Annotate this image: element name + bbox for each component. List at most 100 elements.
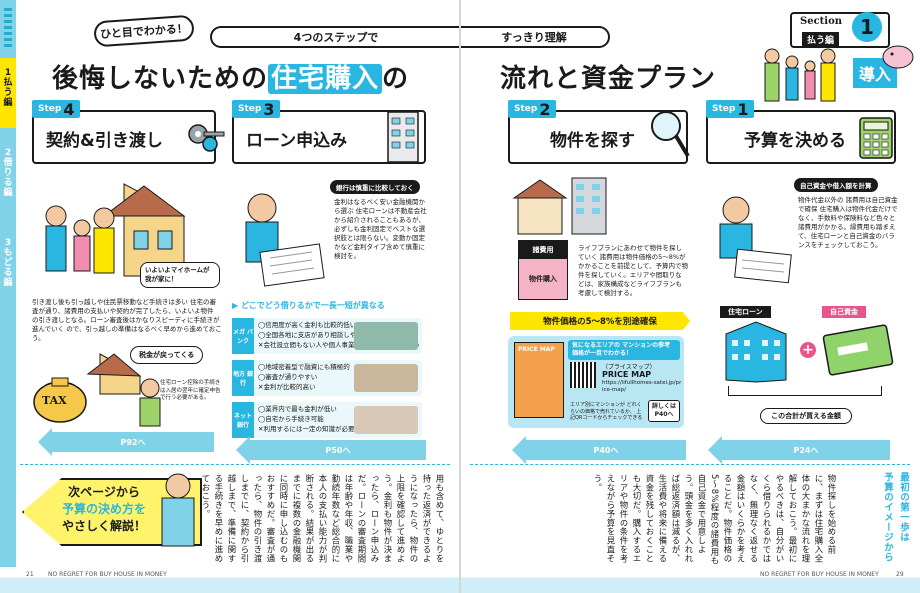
step1-pill: 自己資金や借入額を計算 xyxy=(794,178,878,192)
calculator-icon xyxy=(858,116,894,160)
qr-code[interactable] xyxy=(570,362,596,388)
step1-text: 物件代金以外の 諸費用は自己資金で確保 住宅購入は物件代金だけでなく、手数料や保… xyxy=(798,196,898,249)
side-tab-item-2[interactable]: 2 借りる編 xyxy=(3,148,13,198)
left-page: 1 払う編 2 借りる編 3 もどる編 ひと目でわかる！ 4つのステップで 後悔… xyxy=(0,0,460,593)
left-divider xyxy=(20,464,450,465)
step2-text: ライフプランにあわせて物件を探していく 諸費用は物件価格の5〜8%がかかることを… xyxy=(578,244,688,297)
step2-label: 物件を探す xyxy=(550,131,635,151)
step4-label: 契約&引き渡し xyxy=(46,131,163,151)
next-page-line-3: やさしく解説！ xyxy=(62,519,147,533)
tax-bubble: 税金が戻ってくる xyxy=(130,346,204,364)
cost-stack: 諸費用 物件購入 xyxy=(518,240,568,300)
bank-net-line-2: ◯自宅から手続き可能 xyxy=(258,415,324,423)
step2-number: 2 xyxy=(539,99,551,119)
pricemap-detail[interactable]: 詳しくは P40へ xyxy=(648,400,680,422)
right-column-text: 物件探しを始める前に、まずは住宅購入全体の大まかな流れを理解しておこう。最初にや… xyxy=(593,474,837,566)
step4-arrow[interactable]: P92へ xyxy=(38,428,214,456)
bank-net-photo xyxy=(354,406,418,434)
pricemap-phone: PRICE MAP xyxy=(514,342,564,418)
step3-tag-label: Step xyxy=(238,104,262,114)
right-divider xyxy=(470,464,910,465)
gutter xyxy=(459,0,461,593)
loan-label: 住宅ローン xyxy=(720,306,771,318)
page-title-left: 後悔しないための住宅購入の xyxy=(52,58,409,95)
own-funds-label: 自己資金 xyxy=(822,306,866,318)
pricemap-card: 気になるエリアの マンションの参考価格が一目でわかる！ PRICE MAP （プ… xyxy=(508,336,684,428)
step1-arrow[interactable]: P24へ xyxy=(708,436,890,464)
where-borrow-heading: ▶ どこでどう借りるかで一長一短が異なる xyxy=(232,301,385,310)
pricemap-name: PRICE MAP xyxy=(602,370,652,379)
tax-label: TAX xyxy=(42,394,67,407)
loan-building-illustration xyxy=(716,320,796,384)
pricemap-url[interactable]: https://lifullhomes-satei.jp/price-map/ xyxy=(602,380,682,393)
title-left-highlight: 住宅購入 xyxy=(268,64,383,94)
magnifier-icon xyxy=(648,106,690,164)
next-page-line-1: 次ページから xyxy=(68,485,140,499)
bank-mega-type: メガ バンク xyxy=(232,318,254,354)
left-page-number: 21 xyxy=(26,571,34,578)
bank-regional-line-1: ◯地域密着型で融資にも積極的 xyxy=(258,363,350,371)
step3-pill: 銀行は慎重に比較しておく xyxy=(330,180,420,194)
tax-illustration xyxy=(30,348,170,428)
right-running-title: NO REGRET FOR BUY HOUSE IN MONEY xyxy=(760,571,879,578)
step3-label: ローン申込み xyxy=(246,131,348,151)
bank-mega-line-2: ◯全国各地に支店があり相談しやすい xyxy=(258,331,370,339)
keys-icon xyxy=(184,118,226,158)
total-label: この合計が買える金額 xyxy=(760,408,852,424)
bank-regional-line-2: ◯審査が通りやすい xyxy=(258,373,318,381)
header-banner-left: 4つのステップで xyxy=(210,26,460,48)
step2-banner-text: 物件価格の5〜8%を別途確保 xyxy=(543,317,657,327)
header-banner-right: すっきり理解 xyxy=(460,26,610,48)
title-left-text: 後悔しないための住宅購入の xyxy=(52,64,410,94)
header-badge: ひと目でわかる！ xyxy=(93,14,195,48)
step1-label: 予算を決める xyxy=(744,131,846,151)
right-city-strip xyxy=(460,567,920,593)
lead-line-2: 予算のイメージから xyxy=(882,472,893,562)
section-tag: 払う編 xyxy=(802,32,840,47)
tax-text: 住宅ローン控除の手続きは入居の翌年に確定申告で行う必要がある。 xyxy=(160,380,221,401)
bank-mega-line-3: ✕会社設立間もない人や個人事業主は審査が通りにくい xyxy=(258,341,420,349)
lead-vertical: 最初の第一歩は 予算のイメージから xyxy=(848,472,910,568)
property-illustration xyxy=(510,174,610,236)
step4-caption: いよいよマイホームが 我が家に！ xyxy=(140,262,220,288)
bank-mega-photo xyxy=(354,322,418,350)
pricemap-badge: 気になるエリアの マンションの参考価格が一目でわかる！ xyxy=(568,340,680,360)
side-tab-item-1[interactable]: 1 払う編 xyxy=(3,68,13,108)
side-tab-dots xyxy=(4,8,12,48)
building-icon xyxy=(380,108,426,164)
bankbook-illustration xyxy=(822,324,894,376)
bank-net-type: ネット 銀行 xyxy=(232,402,254,438)
step2-tag-label: Step xyxy=(514,104,538,114)
bank-net: ネット 銀行 ◯業界内で最も金利が低い ◯自宅から手続き可能 ✕利用するには一定… xyxy=(232,402,422,438)
step2-banner: 物件価格の5〜8%を別途確保 xyxy=(510,312,690,330)
page-title-right: 流れと資金プラン xyxy=(500,64,717,94)
bank-net-line-1: ◯業界内で最も金利が低い xyxy=(258,405,337,413)
bank-regional-type: 地方 銀行 xyxy=(232,360,254,396)
left-column-text: 用も含めて、ゆとりを持った返済ができるようになったら、物件の上限を確認して進めよ… xyxy=(201,474,445,563)
pricemap-sub: （プライスマップ） xyxy=(602,364,656,371)
section-tab: Section 1 払う編 xyxy=(790,12,890,48)
step3-text: 金利はなるべく安い金融機関から選ぶ 住宅ローンは不動産会社から紹介されることもあ… xyxy=(334,198,427,260)
bank-regional-line-3: ✕金利が比較的高い xyxy=(258,383,316,391)
right-page-number: 29 xyxy=(896,571,904,578)
side-tab-item-3[interactable]: 3 もどる編 xyxy=(3,238,13,288)
presenter-illustration xyxy=(150,470,206,550)
step3-arrow[interactable]: P50へ xyxy=(236,436,426,464)
buy-label: 物件購入 xyxy=(519,259,567,299)
cost-label: 諸費用 xyxy=(519,241,567,259)
bank-mega: メガ バンク ◯信用度が高く金利も比較的低い ◯全国各地に支店があり相談しやすい… xyxy=(232,318,422,354)
lead-line-1: 最初の第一歩は xyxy=(898,472,909,542)
family-house-illustration xyxy=(34,176,214,286)
step2-arrow[interactable]: P40へ xyxy=(512,436,686,464)
step1-tag-label: Step xyxy=(712,104,736,114)
section-number: 1 xyxy=(852,12,882,42)
step4-text: 引き渡し後も引っ越しや住民票移動など手続きは多い 住宅の審査が通り、諸費用の支払… xyxy=(32,298,222,342)
